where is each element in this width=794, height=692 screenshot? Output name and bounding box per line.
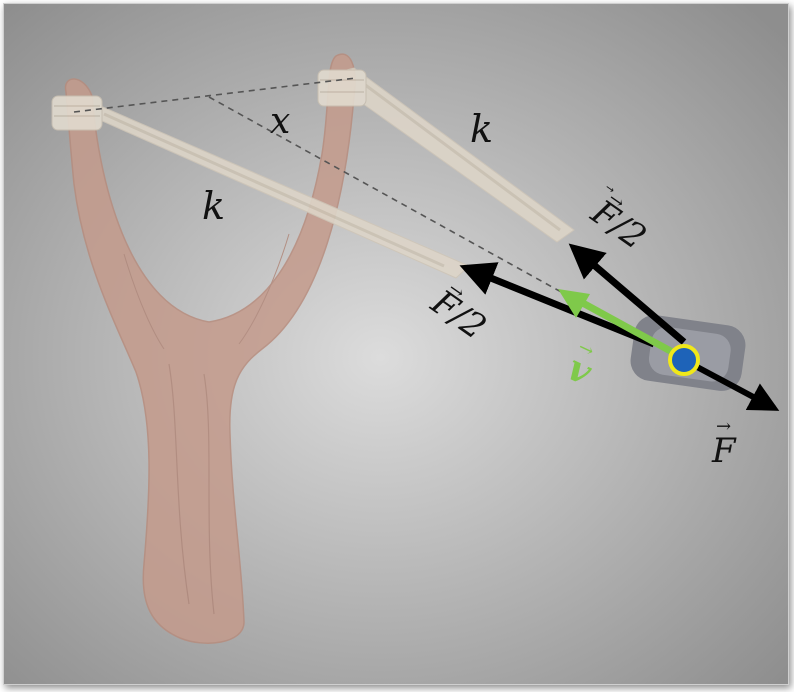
label-band-top-k: k — [470, 107, 493, 151]
vector-arrow-symbol-icon: → — [716, 416, 731, 437]
force-arrow — [682, 357, 780, 411]
velocity-arrowhead — [558, 289, 590, 318]
label-stretch-x: x — [270, 101, 290, 142]
force-half-bottom-arrow — [459, 262, 656, 348]
projectile-ball — [668, 344, 700, 376]
label-band-bottom-k: k — [202, 184, 225, 228]
velocity-arrow — [568, 292, 678, 358]
label-force: F — [711, 431, 737, 471]
force-half-top-arrow — [568, 243, 687, 345]
diagram-frame: x k k F/2 ⃗→ F/2 → v → F → — [3, 3, 789, 685]
slingshot-diagram: x k k F/2 ⃗→ F/2 → v → F → — [4, 4, 788, 684]
slingshot-frame-icon — [64, 53, 356, 644]
dashed-line-between-forks — [73, 77, 357, 113]
rubber-band-icon — [51, 67, 575, 279]
